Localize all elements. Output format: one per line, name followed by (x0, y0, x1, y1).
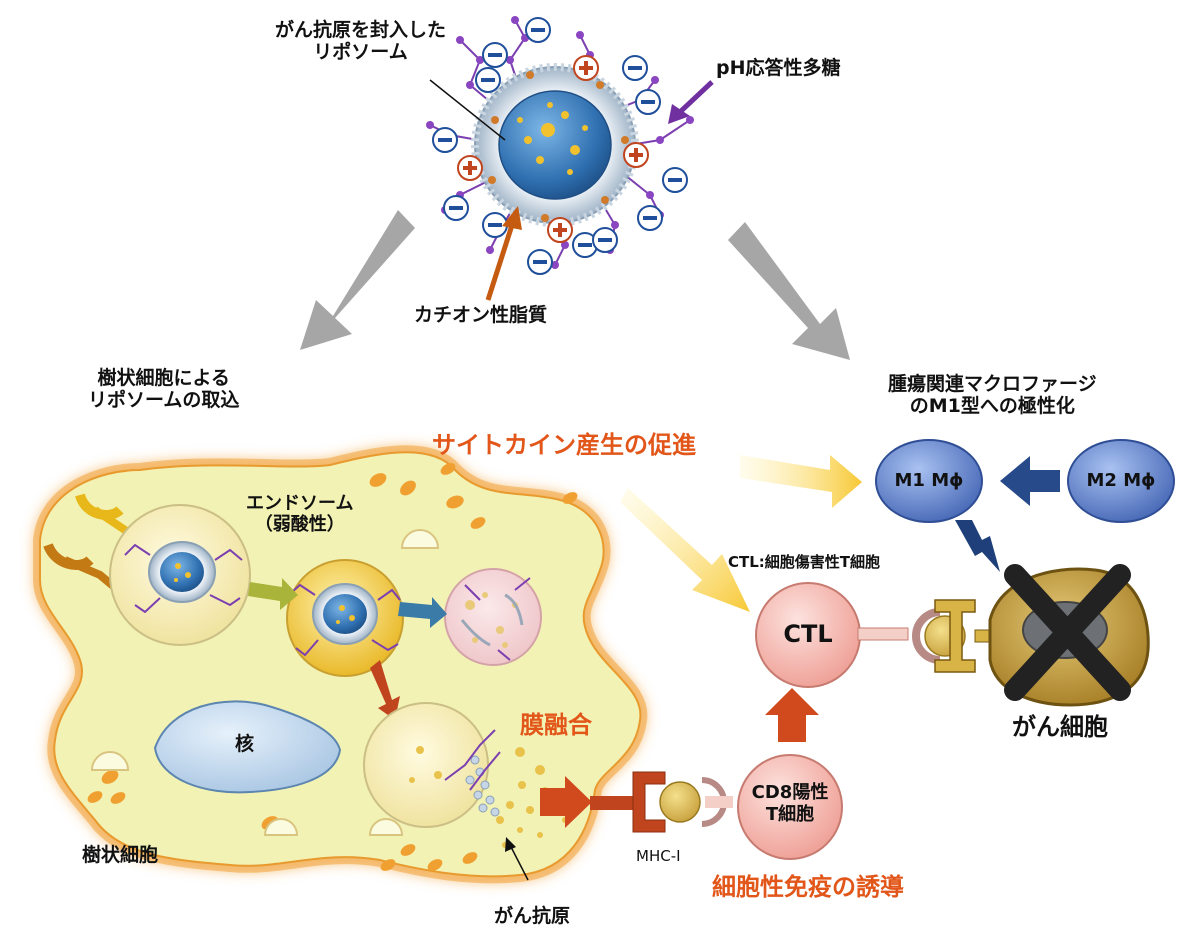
endosome-line2: （弱酸性） (254, 513, 345, 535)
cytokine-arrows (620, 455, 862, 612)
tam-line2: のM1型への極性化 (909, 394, 1075, 417)
mhc-label: MHC-I (636, 847, 681, 865)
negative-charges (432, 17, 688, 275)
ctl-definition: CTL:細胞傷害性T細胞 (728, 553, 881, 571)
m2-macrophage (1067, 439, 1175, 523)
endosome-arrows (248, 578, 447, 720)
plus-icon (457, 155, 483, 181)
polysaccharide-pointer (678, 80, 714, 114)
cancer-cell-killed-icon (1004, 564, 1131, 701)
cytokine-label: サイトカイン産生の促進 (432, 431, 696, 459)
m2-to-m1-arrow (1000, 456, 1060, 506)
arrow-to-dc (300, 210, 415, 350)
presentation-arrow (540, 776, 592, 828)
liposome-label-line2: リポソーム (313, 40, 408, 63)
dc-uptake-label: 樹状細胞による リポソームの取込 (88, 367, 240, 412)
liposome-diagram (426, 16, 714, 301)
lightning-icon (955, 520, 1000, 572)
liposome-label: がん抗原を封入した リポソーム (275, 19, 447, 64)
minus-icon (662, 167, 688, 193)
minus-icon (475, 67, 501, 93)
antigen-peptide (659, 781, 701, 823)
endosome-3 (444, 568, 542, 666)
tam-line1: 腫瘍関連マクロファージ (888, 373, 1097, 395)
antigen-dots (517, 102, 588, 175)
endosome-fusion (363, 702, 489, 828)
m1-macrophage (875, 439, 983, 523)
ctl-synapse (857, 599, 994, 673)
cd8-t-cell (737, 754, 843, 860)
dendritic-cell (33, 445, 648, 884)
nucleus-label: 核 (235, 733, 255, 755)
plus-icon (573, 55, 599, 81)
positive-charges (457, 55, 649, 243)
immunity-label: 細胞性免疫の誘導 (712, 873, 904, 901)
minus-icon (525, 17, 551, 43)
nucleus (153, 700, 342, 794)
cationic-lipid-pointer (485, 221, 516, 301)
antigen-pointer (509, 844, 529, 881)
cancer-antigen-label: がん抗原 (494, 905, 571, 927)
m2-label: M2 Mϕ (1086, 470, 1156, 491)
minus-icon (482, 42, 508, 68)
arrow-to-tam (728, 222, 850, 360)
presentation (540, 771, 733, 833)
minus-icon (622, 55, 648, 81)
macrophages (875, 439, 1175, 572)
dc-uptake-line2: リポソームの取込 (88, 388, 240, 411)
endosome-line1: エンドソーム (246, 493, 354, 514)
cationic-lipid-label: カチオン性脂質 (414, 304, 548, 326)
minus-icon (637, 205, 663, 231)
minus-icon (592, 227, 618, 253)
gray-arrows (300, 210, 850, 360)
cancer-cell-label: がん細胞 (1012, 713, 1108, 741)
activation-arrow (765, 688, 819, 742)
cd8-line1: CD8陽性 (751, 782, 829, 803)
minus-icon (432, 127, 458, 153)
liposome-pointer (429, 79, 506, 141)
mhc-receptor (632, 771, 666, 833)
ctl-label: CTL (783, 620, 833, 648)
cd8-line2: T細胞 (765, 803, 815, 825)
cationic-lipid-dots (488, 71, 629, 222)
endosome-label: エンドソーム （弱酸性） (246, 493, 354, 535)
tam-polarization-label: 腫瘍関連マクロファージ のM1型への極性化 (888, 373, 1097, 418)
liposome-core (498, 90, 612, 200)
cancer-cell (988, 564, 1150, 707)
minus-icon (527, 249, 553, 275)
membrane-fusion-label: 膜融合 (520, 711, 592, 739)
dendritic-cell-label: 樹状細胞 (82, 844, 159, 866)
plus-icon (623, 142, 649, 168)
cd8-label: CD8陽性 T細胞 (740, 782, 840, 825)
liposome-label-line1: がん抗原を封入した (275, 19, 447, 41)
ph-polysaccharide-label: pH応答性多糖 (716, 57, 841, 79)
m1-label: M1 Mϕ (894, 470, 964, 491)
minus-icon (635, 89, 661, 115)
minus-icon (443, 195, 469, 221)
plus-icon (547, 217, 573, 243)
dc-uptake-line1: 樹状細胞による (97, 367, 230, 389)
